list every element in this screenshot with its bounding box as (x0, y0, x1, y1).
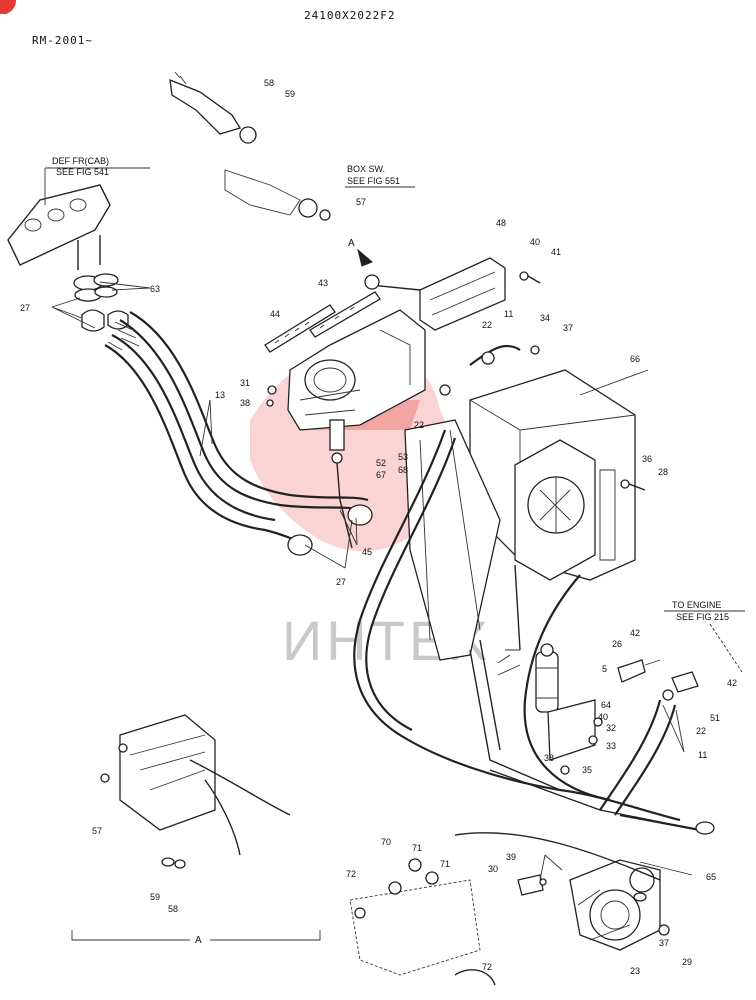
callout-57-top: 57 (356, 197, 366, 207)
refrigerant-lines (353, 429, 701, 831)
callout-38-left: 38 (240, 398, 250, 408)
callout-64: 64 (601, 700, 611, 710)
box-sw-see-label: SEE FIG 551 (347, 176, 400, 186)
callout-48: 48 (496, 218, 506, 228)
callout-41: 41 (551, 247, 561, 257)
callout-36: 36 (642, 454, 652, 464)
callout-29: 29 (682, 957, 692, 967)
callout-45: 45 (362, 547, 372, 557)
callout-40-bottom: 40 (598, 712, 608, 722)
callout-22-top: 22 (482, 320, 492, 330)
callout-27-mid: 27 (336, 577, 346, 587)
callout-58-bottom: 58 (168, 904, 178, 914)
callout-33: 33 (606, 741, 616, 751)
hose-11 (469, 344, 715, 835)
fasteners (266, 271, 647, 902)
callout-70: 70 (381, 837, 391, 847)
callout-63: 63 (150, 284, 160, 294)
leader-lines (51, 281, 693, 881)
callout-11-right: 11 (698, 750, 707, 760)
callout-11-top: 11 (504, 309, 513, 319)
corner-marker (0, 0, 16, 14)
callout-28: 28 (658, 467, 668, 477)
callout-67: 67 (376, 470, 386, 480)
view-a-bracket (71, 930, 321, 941)
callout-72-b: 72 (482, 962, 492, 972)
callout-59-bottom: 59 (150, 892, 160, 902)
callout-59-top: 59 (285, 89, 295, 99)
connector-57-top (224, 169, 331, 221)
callout-30: 30 (488, 864, 498, 874)
box-switch-part (169, 71, 257, 144)
callout-43: 43 (318, 278, 328, 288)
callout-44: 44 (270, 309, 280, 319)
support-panel (404, 419, 501, 661)
def-fr-label: DEF FR(CAB) (52, 156, 109, 166)
bracket-48 (364, 257, 506, 331)
callout-52: 52 (376, 458, 386, 468)
defroster-duct (7, 184, 129, 332)
callout-68: 68 (398, 465, 408, 475)
receiver-dryer (535, 643, 596, 761)
callout-72-a: 72 (346, 869, 356, 879)
condenser-unit (469, 369, 636, 581)
callout-22-mid: 22 (414, 420, 424, 430)
callout-27-left: 27 (20, 303, 30, 313)
callout-57-bottom: 57 (92, 826, 102, 836)
callout-26: 26 (612, 639, 622, 649)
view-a-inset (100, 714, 291, 869)
box-sw-label: BOX SW. (347, 164, 385, 174)
callout-23: 23 (630, 966, 640, 976)
callout-37-bottom: 37 (659, 938, 669, 948)
callout-65: 65 (706, 872, 716, 882)
def-fr-leader (44, 167, 150, 205)
callout-51: 51 (710, 713, 720, 723)
callout-42-right: 42 (727, 678, 737, 688)
heater-unit (287, 309, 426, 549)
to-engine-see-label: SEE FIG 215 (676, 612, 729, 622)
callout-35: 35 (582, 765, 592, 775)
compressor (454, 832, 670, 951)
callout-40-top: 40 (530, 237, 540, 247)
callout-13: 13 (215, 390, 225, 400)
callout-34: 34 (540, 313, 550, 323)
heater-hoses (104, 311, 373, 556)
callout-numbers: 58 59 57 48 40 41 63 27 44 43 22 11 34 3… (20, 78, 737, 976)
callout-39: 39 (506, 852, 516, 862)
callout-58-top: 58 (264, 78, 274, 88)
serial-range: RM-2001~ (32, 34, 93, 47)
callout-71-b: 71 (440, 859, 450, 869)
view-a-bottom-label: A (195, 935, 202, 946)
callout-31: 31 (240, 378, 250, 388)
callout-32: 32 (606, 723, 616, 733)
gasket-strips (264, 291, 381, 353)
callout-38-bottom: 38 (544, 753, 554, 763)
fittings-group (349, 858, 496, 986)
callout-53: 53 (398, 452, 408, 462)
view-a-arrow (357, 248, 373, 267)
diagram-code: 24100X2022F2 (304, 9, 395, 22)
callout-71-a: 71 (412, 843, 422, 853)
callout-42-mid: 42 (630, 628, 640, 638)
callout-37-top: 37 (563, 323, 573, 333)
view-a-marker: A (348, 238, 355, 249)
def-fr-see-label: SEE FIG 541 (56, 167, 109, 177)
pressure-switch (617, 659, 699, 701)
to-engine-leader (709, 623, 743, 673)
callout-22-right: 22 (696, 726, 706, 736)
to-engine-label: TO ENGINE (672, 600, 721, 610)
callout-66: 66 (630, 354, 640, 364)
callout-5: 5 (602, 664, 607, 674)
